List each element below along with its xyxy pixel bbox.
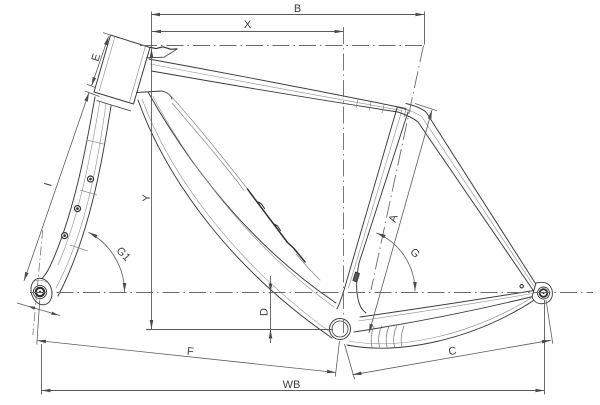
svg-text:X: X [244, 19, 252, 31]
svg-text:WB: WB [283, 379, 301, 391]
svg-text:D: D [258, 308, 270, 316]
svg-text:F: F [186, 345, 194, 358]
svg-text:C: C [448, 345, 458, 358]
svg-text:B: B [294, 3, 301, 15]
svg-text:Y: Y [141, 194, 153, 202]
svg-text:I: I [42, 181, 54, 187]
svg-text:E: E [90, 52, 104, 63]
svg-text:A: A [387, 213, 401, 224]
